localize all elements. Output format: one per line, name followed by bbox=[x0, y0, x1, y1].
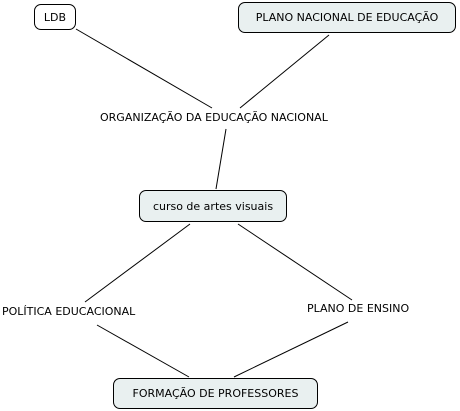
connector-ldb-organizacao bbox=[75, 28, 213, 109]
connector-plano-ensino-formacao bbox=[233, 321, 349, 378]
connector-curso-plano-ensino bbox=[237, 223, 353, 301]
connector-curso-politica bbox=[84, 223, 191, 303]
concept-curso-de-artes-visuais[interactable]: curso de artes visuais bbox=[139, 190, 287, 222]
concept-formacao-de-professores[interactable]: FORMAÇÃO DE PROFESSORES bbox=[113, 378, 318, 409]
concept-ldb-label: LDB bbox=[43, 10, 67, 24]
connector-organizacao-curso bbox=[215, 128, 227, 190]
concept-ldb[interactable]: LDB bbox=[34, 4, 76, 30]
concept-formacao-label: FORMAÇÃO DE PROFESSORES bbox=[132, 387, 299, 400]
link-plano-de-ensino: PLANO DE ENSINO bbox=[307, 302, 410, 316]
concept-plano-nacional-label: PLANO NACIONAL DE EDUCAÇÃO bbox=[255, 11, 439, 24]
connector-politica-formacao bbox=[96, 324, 190, 378]
link-politica-educacional: POLÍTICA EDUCACIONAL bbox=[2, 305, 136, 319]
concept-curso-label: curso de artes visuais bbox=[152, 199, 274, 213]
link-organizacao-da-educacao-nacional: ORGANIZAÇÃO DA EDUCAÇÃO NACIONAL bbox=[100, 111, 328, 125]
connector-plano-nacional-organizacao bbox=[239, 34, 330, 109]
concept-plano-nacional-de-educacao[interactable]: PLANO NACIONAL DE EDUCAÇÃO bbox=[238, 2, 456, 33]
